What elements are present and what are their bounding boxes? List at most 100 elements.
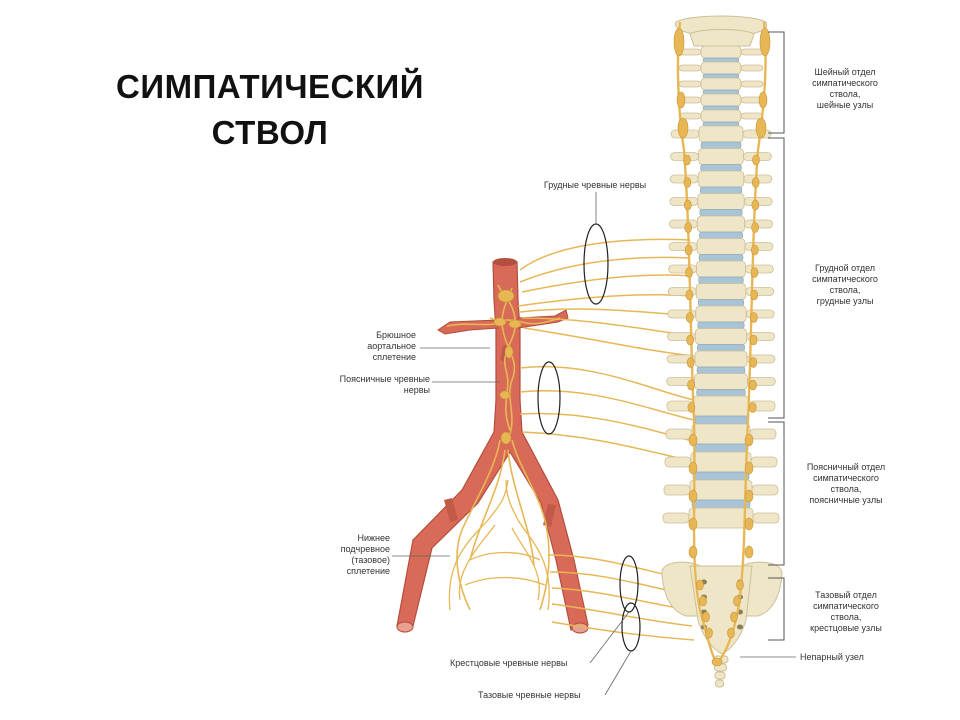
sympathetic-ganglion — [684, 244, 693, 256]
transverse-process — [752, 512, 780, 524]
vertebral-body — [700, 109, 742, 123]
vertebral-body — [692, 395, 750, 417]
sympathetic-ganglion — [750, 244, 759, 256]
right-internal-iliac — [444, 498, 458, 522]
vertebral-body — [697, 215, 746, 233]
sympathetic-ganglion — [744, 545, 754, 559]
vertebral-body — [688, 507, 754, 529]
intervertebral-disc — [699, 186, 743, 194]
transverse-process — [662, 512, 690, 524]
label-ganglion-impar: Непарный узел — [800, 652, 864, 662]
pelvic-bracket — [768, 577, 785, 641]
vertebral-body — [697, 193, 745, 210]
right-iliac-cut-end — [396, 621, 414, 633]
transverse-process — [663, 484, 691, 496]
sympathetic-ganglion — [751, 199, 760, 211]
sympathetic-ganglion — [733, 595, 741, 607]
lumbar-bracket — [768, 421, 785, 566]
sympathetic-ganglion — [685, 267, 693, 278]
sympathetic-ganglion — [696, 579, 704, 591]
transverse-process — [750, 456, 778, 468]
transverse-process — [744, 242, 774, 251]
vertebral-body — [690, 451, 752, 473]
intervertebral-disc — [702, 57, 740, 63]
transverse-process — [678, 80, 702, 88]
intervertebral-disc — [698, 254, 744, 262]
intervertebral-disc — [700, 164, 742, 172]
intervertebral-disc — [700, 141, 742, 149]
sympathetic-ganglion — [705, 627, 713, 639]
label-pelvic-part: Тазовый отдел симпатического ствола, кре… — [810, 590, 882, 633]
label-lumbar-part: Поясничный отдел симпатического ствола, … — [806, 462, 886, 505]
label-pelvic-splanchnic: Тазовые чревные нервы — [478, 690, 581, 700]
axis-vertebra — [689, 29, 755, 47]
sympathetic-ganglion — [683, 154, 691, 166]
vertebral-body — [691, 423, 751, 445]
intervertebral-disc — [697, 321, 745, 329]
transverse-process — [664, 456, 692, 468]
vertebral-column — [661, 15, 783, 688]
sympathetic-ganglion — [702, 611, 710, 623]
label-lumbar-splanchnic: Поясничные чревные нервы — [339, 374, 430, 395]
vertebral-body — [697, 170, 745, 188]
sympathetic-ganglion — [687, 379, 695, 391]
vertebral-body — [695, 283, 747, 300]
transverse-process — [745, 287, 775, 296]
sympathetic-ganglion — [686, 357, 695, 368]
label-aortic-plexus: Брюшное аортальное сплетение — [367, 330, 416, 362]
slide-title: СИМПАТИЧЕСКИЙ СТВОЛ — [60, 64, 480, 156]
intervertebral-disc — [697, 344, 745, 352]
intervertebral-disc — [702, 89, 740, 95]
aorta — [396, 258, 589, 634]
vertebral-body — [700, 45, 742, 59]
title-line-1: СИМПАТИЧЕСКИЙ — [116, 68, 424, 105]
left-branch-artery — [437, 319, 499, 335]
sympathetic-ganglion — [751, 222, 759, 233]
sympathetic-ganglion — [688, 517, 698, 531]
coccyx-segment — [714, 671, 726, 680]
sympathetic-ganglion — [688, 433, 698, 447]
sympathetic-ganglion — [727, 627, 735, 639]
sympathetic-ganglion — [751, 177, 760, 188]
callout-ovals — [537, 223, 641, 652]
sympathetic-ganglion — [755, 117, 767, 139]
sympathetic-ganglion — [749, 379, 757, 391]
leader-lines — [392, 192, 796, 696]
sympathetic-ganglion — [759, 27, 771, 57]
sympathetic-ganglion — [684, 222, 693, 233]
sympathetic-ganglion — [750, 267, 759, 278]
intervertebral-disc — [699, 209, 743, 217]
vertebral-body — [694, 350, 748, 368]
vertebral-body — [700, 93, 742, 107]
hypogastric-plexus — [448, 479, 550, 611]
sympathetic-ganglion — [752, 154, 760, 166]
plexus-ganglia — [493, 289, 522, 445]
coccyx-segment — [715, 679, 724, 688]
vertebral-body — [700, 77, 742, 91]
sympathetic-ganglion — [687, 402, 696, 413]
sympathetic-ganglion — [683, 177, 692, 188]
transverse-process — [669, 219, 698, 229]
transverse-process — [740, 64, 764, 72]
thoracic-bracket — [768, 137, 785, 419]
left-internal-iliac — [543, 504, 556, 527]
transverse-process — [669, 197, 699, 206]
sympathetic-ganglion — [749, 357, 758, 368]
vertebral-body — [694, 373, 748, 390]
vertebral-body — [695, 305, 747, 323]
label-thoracic-splanchnic: Грудные чревные нервы — [543, 180, 647, 190]
vertebral-body — [698, 125, 744, 143]
sympathetic-ganglion — [688, 545, 698, 559]
transverse-process — [665, 428, 693, 440]
sympathetic-ganglion — [744, 433, 754, 447]
transverse-process — [668, 242, 698, 251]
label-thoracic-part: Грудной отдел симпатического ствола, гру… — [812, 263, 878, 306]
vertebral-body — [696, 238, 746, 255]
sympathetic-ganglion — [673, 27, 685, 57]
intervertebral-disc — [702, 121, 740, 127]
sympathetic-ganglion — [748, 402, 757, 413]
sympathetic-ganglion — [736, 579, 744, 591]
transverse-process — [751, 484, 779, 496]
